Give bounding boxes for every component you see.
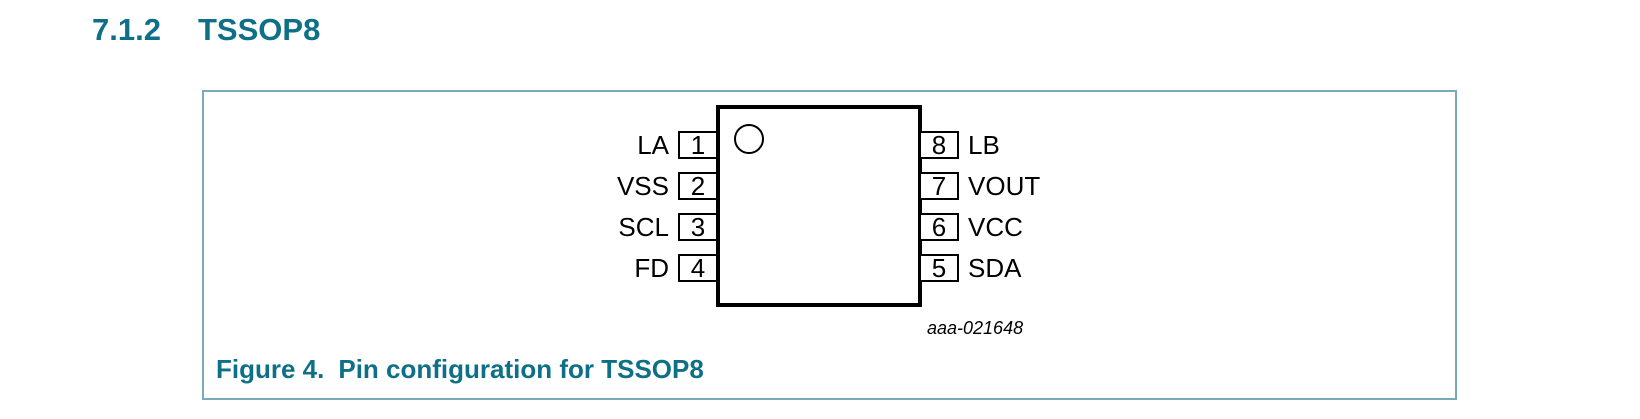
pin1-indicator-icon <box>734 124 764 154</box>
section-title: TSSOP8 <box>198 12 321 47</box>
section-heading: 7.1.2 TSSOP8 <box>92 12 320 48</box>
pin-number-box: 1 <box>678 131 718 159</box>
pin-row-5: 5 SDA <box>919 254 1021 282</box>
pin-row-7: 7 VOUT <box>919 172 1040 200</box>
pin-label: SDA <box>968 253 1022 283</box>
section-number: 7.1.2 <box>92 12 161 47</box>
artwork-id: aaa-021648 <box>927 318 1024 338</box>
figure-caption-label: Figure 4. <box>216 354 325 384</box>
pin-label: LB <box>968 130 1000 160</box>
pin-row-6: 6 VCC <box>919 213 1023 241</box>
pin-label: VOUT <box>968 171 1041 201</box>
figure-caption-text: Pin configuration for TSSOP8 <box>338 354 704 384</box>
pin-number-box: 8 <box>919 131 959 159</box>
pin-row-4: FD 4 <box>204 254 718 282</box>
pin-label: LA <box>637 130 669 160</box>
pin-label: VSS <box>616 171 669 201</box>
pin-label: VCC <box>968 212 1023 242</box>
pin-label: SCL <box>618 212 669 242</box>
pin-number-box: 4 <box>678 254 718 282</box>
ic-package-body <box>716 105 922 307</box>
pin-row-1: LA 1 <box>204 131 718 159</box>
pin-row-2: VSS 2 <box>204 172 718 200</box>
pin-number-box: 5 <box>919 254 959 282</box>
pin-number-box: 7 <box>919 172 959 200</box>
pin-number-box: 3 <box>678 213 718 241</box>
pin-number-box: 2 <box>678 172 718 200</box>
pin-row-8: 8 LB <box>919 131 1000 159</box>
figure-caption: Figure 4. Pin configuration for TSSOP8 <box>216 354 704 385</box>
pin-label: FD <box>634 253 669 283</box>
pin-number-box: 6 <box>919 213 959 241</box>
figure-box: LA 1 VSS 2 SCL 3 FD 4 8 LB 7 VOUT 6 VCC <box>202 90 1457 400</box>
pin-row-3: SCL 3 <box>204 213 718 241</box>
